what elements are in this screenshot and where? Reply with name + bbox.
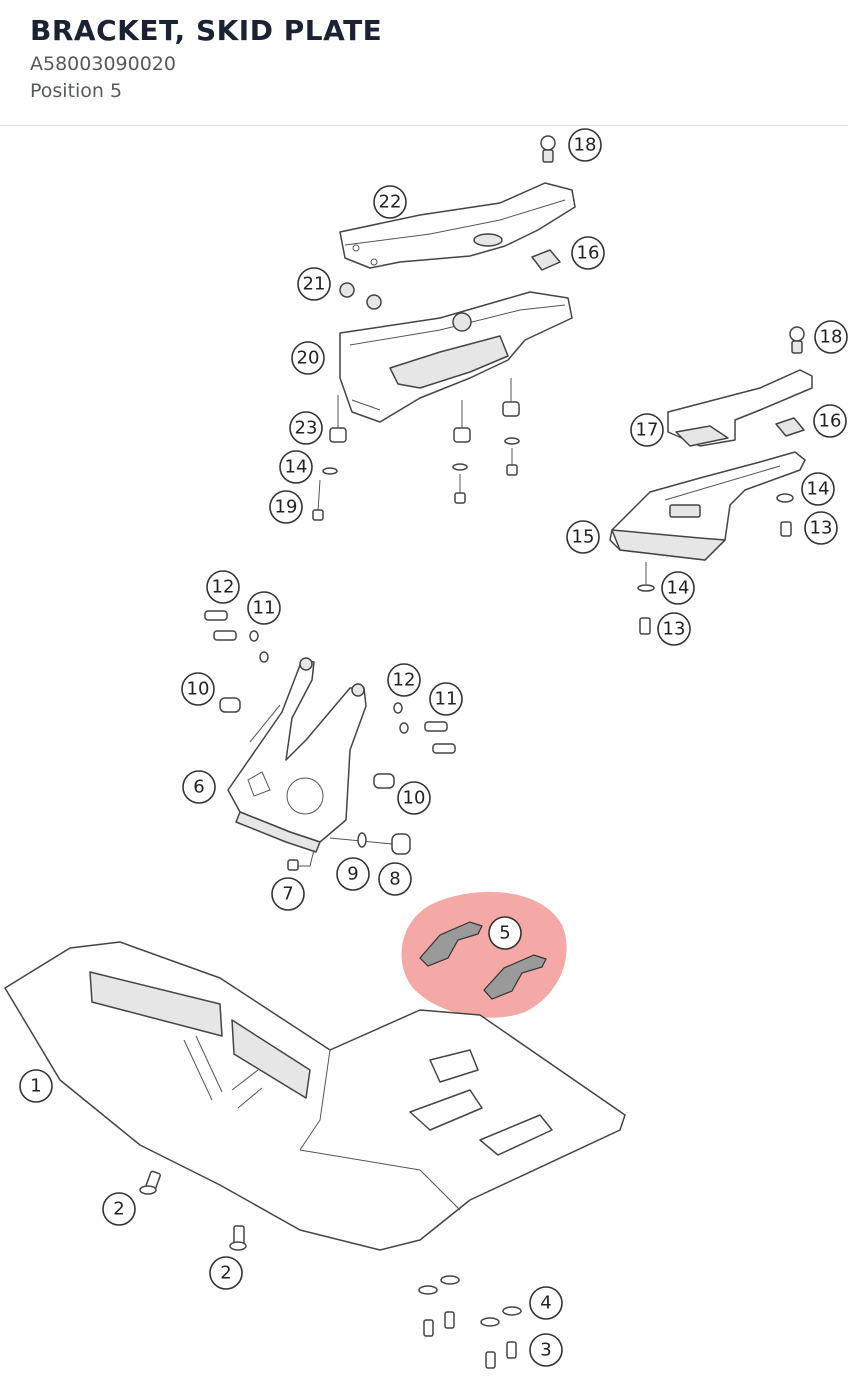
callout-8[interactable]: 8 — [378, 862, 412, 896]
callout-2-lower[interactable]: 2 — [209, 1256, 243, 1290]
callout-2-upper[interactable]: 2 — [102, 1192, 136, 1226]
part-20-upper-housing — [339, 291, 573, 423]
svg-text:13: 13 — [663, 619, 686, 640]
svg-text:18: 18 — [574, 135, 597, 156]
callout-10-right[interactable]: 10 — [397, 781, 431, 815]
part-11-12-hardware — [204, 610, 456, 754]
part-17-plate — [667, 369, 813, 447]
callout-21[interactable]: 21 — [297, 267, 331, 301]
svg-text:4: 4 — [540, 1293, 551, 1314]
callout-22[interactable]: 22 — [373, 185, 407, 219]
part-number: A58003090020 — [30, 53, 176, 75]
svg-text:16: 16 — [819, 411, 842, 432]
svg-text:11: 11 — [435, 689, 458, 710]
svg-text:14: 14 — [285, 457, 308, 478]
part-6-bracket-frame — [227, 657, 367, 853]
part-21-nuts — [339, 282, 382, 310]
part-23-spacers — [329, 378, 520, 443]
callout-14-right[interactable]: 14 — [801, 472, 835, 506]
svg-text:13: 13 — [810, 518, 833, 539]
callout-13-right[interactable]: 13 — [804, 511, 838, 545]
callout-15[interactable]: 15 — [566, 520, 600, 554]
svg-text:19: 19 — [275, 497, 298, 518]
part-1-skid-plate — [4, 941, 626, 1251]
svg-text:2: 2 — [220, 1263, 231, 1284]
callout-18-right[interactable]: 18 — [814, 320, 848, 354]
part-15-lower-guard — [609, 451, 806, 561]
callout-10-left[interactable]: 10 — [181, 672, 215, 706]
callout-12-right[interactable]: 12 — [387, 663, 421, 697]
svg-text:10: 10 — [403, 788, 426, 809]
svg-text:15: 15 — [572, 527, 595, 548]
part-10-spacers — [219, 697, 395, 789]
page-title: BRACKET, SKID PLATE — [30, 14, 383, 47]
callout-23[interactable]: 23 — [289, 411, 323, 445]
svg-text:7: 7 — [282, 884, 293, 905]
callout-11-right[interactable]: 11 — [429, 682, 463, 716]
svg-text:3: 3 — [540, 1340, 551, 1361]
svg-text:1: 1 — [30, 1076, 41, 1097]
callout-12-left[interactable]: 12 — [206, 570, 240, 604]
svg-text:21: 21 — [303, 274, 326, 295]
svg-text:5: 5 — [499, 923, 510, 944]
callout-16-upper[interactable]: 16 — [571, 236, 605, 270]
callout-14-upper[interactable]: 14 — [279, 450, 313, 484]
highlight-region — [401, 891, 567, 1018]
svg-text:8: 8 — [389, 869, 400, 890]
svg-text:11: 11 — [253, 598, 276, 619]
callout-11-left[interactable]: 11 — [247, 591, 281, 625]
callout-1[interactable]: 1 — [19, 1069, 53, 1103]
svg-text:12: 12 — [212, 577, 235, 598]
part-13-14-hardware-right — [637, 493, 794, 635]
part-18-fastener-top — [540, 135, 556, 163]
position-label: Position 5 — [30, 80, 123, 102]
page-header: BRACKET, SKID PLATE A58003090020 Positio… — [0, 0, 848, 126]
svg-text:2: 2 — [113, 1199, 124, 1220]
part-22-cover-plate — [339, 182, 576, 269]
exploded-parts-diagram: 18 22 16 21 20 23 14 19 18 17 16 14 13 1… — [0, 126, 848, 1390]
svg-text:10: 10 — [187, 679, 210, 700]
svg-text:23: 23 — [295, 418, 318, 439]
callout-5[interactable]: 5 — [488, 916, 522, 950]
callout-19[interactable]: 19 — [269, 490, 303, 524]
svg-text:14: 14 — [667, 578, 690, 599]
callout-17[interactable]: 17 — [630, 413, 664, 447]
part-14-washers-upper — [322, 437, 520, 475]
callout-3[interactable]: 3 — [529, 1333, 563, 1367]
callout-6[interactable]: 6 — [182, 770, 216, 804]
callout-20[interactable]: 20 — [291, 341, 325, 375]
svg-text:18: 18 — [820, 327, 843, 348]
svg-text:22: 22 — [379, 192, 402, 213]
part-5-highlight — [401, 891, 567, 1018]
svg-text:14: 14 — [807, 479, 830, 500]
svg-text:17: 17 — [636, 420, 659, 441]
svg-text:20: 20 — [297, 348, 320, 369]
callout-16-right[interactable]: 16 — [813, 404, 847, 438]
callout-14-lower[interactable]: 14 — [661, 571, 695, 605]
callout-9[interactable]: 9 — [336, 857, 370, 891]
part-7-8-9-hardware — [287, 832, 411, 871]
callout-18-top[interactable]: 18 — [568, 128, 602, 162]
part-16-clip-upper — [531, 249, 561, 271]
callout-7[interactable]: 7 — [271, 877, 305, 911]
svg-text:9: 9 — [347, 864, 358, 885]
svg-text:16: 16 — [577, 243, 600, 264]
svg-text:6: 6 — [193, 777, 204, 798]
part-16-clip-right — [775, 417, 805, 437]
part-19-bolts — [312, 448, 518, 521]
callout-4[interactable]: 4 — [529, 1286, 563, 1320]
svg-text:12: 12 — [393, 670, 416, 691]
part-2-screws — [139, 1170, 247, 1251]
part-18-fastener-right — [789, 326, 805, 354]
part-3-4-hardware — [418, 1275, 522, 1369]
callout-13-lower[interactable]: 13 — [657, 612, 691, 646]
part-5-brackets — [419, 921, 547, 1000]
